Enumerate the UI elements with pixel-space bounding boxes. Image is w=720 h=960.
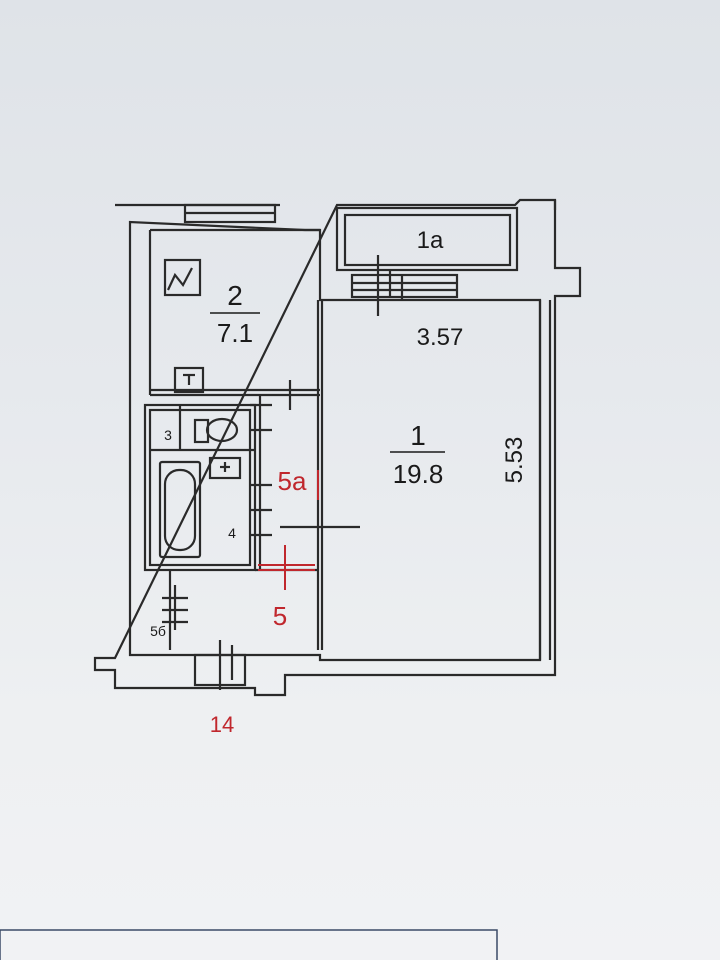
room-5b-number: 5б xyxy=(150,623,166,639)
stove-icon xyxy=(163,258,202,297)
room-5-number: 5 xyxy=(273,601,287,631)
room-3-number: 3 xyxy=(164,427,172,443)
dimension-length: 5.53 xyxy=(501,437,528,484)
room-1a-number: 1a xyxy=(417,227,444,254)
inner-outline xyxy=(128,220,542,662)
room-4-number: 4 xyxy=(228,525,236,541)
stove-small xyxy=(173,366,205,394)
dimension-width: 3.57 xyxy=(417,324,464,351)
room-5a-number: 5a xyxy=(278,466,307,496)
room-2-area: 7.1 xyxy=(217,318,253,348)
bathtub-icon xyxy=(158,460,202,559)
bathroom-block xyxy=(143,403,257,572)
sink-icon xyxy=(208,456,242,480)
room-2-number: 2 xyxy=(227,280,243,311)
stairwell-number: 14 xyxy=(210,712,234,737)
room-1-area: 19.8 xyxy=(393,459,444,489)
room-1-number: 1 xyxy=(410,420,426,451)
lower-document-frame xyxy=(0,929,498,960)
balcony-outline xyxy=(335,206,519,272)
